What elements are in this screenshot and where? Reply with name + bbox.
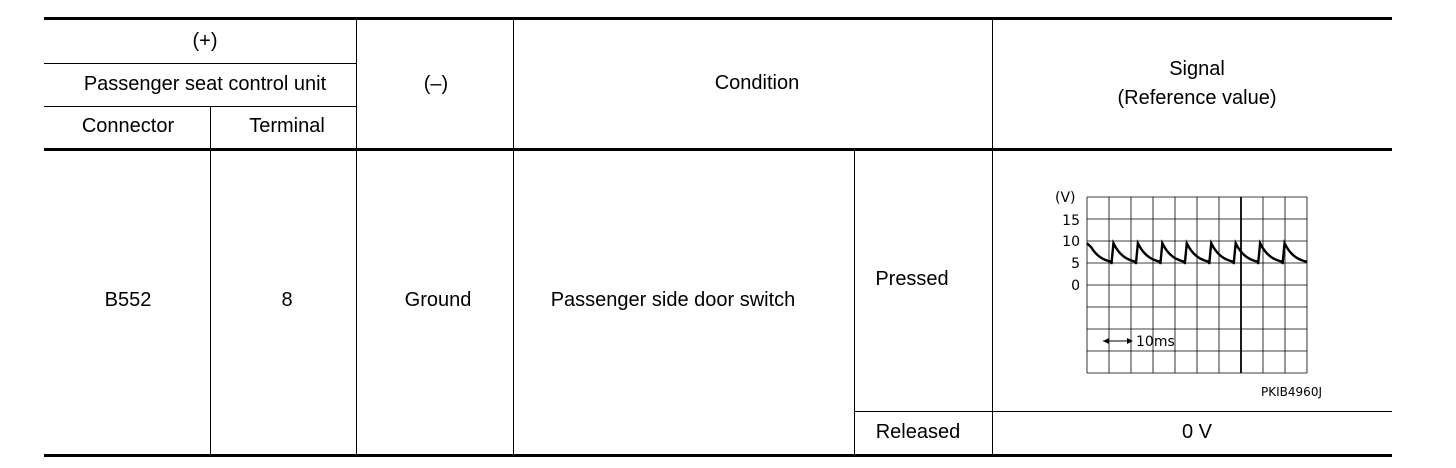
header-signal-reference: (Reference value)	[1117, 87, 1277, 109]
header-bottom-rule	[44, 148, 1392, 151]
header-plus: (+)	[192, 30, 218, 52]
cell-state-pressed: Pressed	[875, 268, 949, 290]
header-terminal: Terminal	[249, 115, 325, 137]
header-signal: Signal	[1169, 58, 1225, 80]
scope-unit-label: (V)	[1055, 190, 1076, 206]
top-rule	[44, 17, 1392, 20]
scope-ytick: 15	[1062, 213, 1080, 229]
scope-waveform	[1086, 239, 1308, 265]
header-minus: (–)	[423, 73, 449, 95]
scope-ytick: 0	[1071, 278, 1080, 294]
col-divider-minus-condition	[513, 18, 514, 456]
scope-y-ticks: 15 10 5 0	[1062, 213, 1080, 294]
cell-terminal: 8	[281, 289, 293, 311]
scope-ytick: 5	[1071, 256, 1080, 272]
image-code: PKIB4960J	[1261, 385, 1322, 399]
col-divider-condition-signal	[992, 18, 993, 456]
header-connector: Connector	[81, 115, 175, 137]
col-divider-connector-terminal	[210, 107, 211, 456]
cell-state-released: Released	[875, 421, 961, 443]
scope-time-marker: 10ms	[1103, 334, 1175, 350]
cell-condition: Passenger side door switch	[550, 289, 796, 311]
signal-oscilloscope: (V) 15 10 5 0 10ms PKIB4960J	[1055, 190, 1322, 399]
cell-minus: Ground	[404, 289, 472, 311]
rule-under-plus	[44, 63, 357, 64]
bottom-rule	[44, 454, 1392, 457]
cell-connector: B552	[104, 289, 152, 311]
scope-grid	[1086, 196, 1308, 374]
col-divider-condition-state	[854, 150, 855, 456]
col-divider-plus-minus	[356, 18, 357, 456]
rule-pressed-released	[855, 411, 1392, 412]
cell-released-value: 0 V	[1181, 421, 1213, 443]
scope-time-label: 10ms	[1136, 334, 1175, 350]
scope-ytick: 10	[1062, 234, 1080, 250]
rule-under-unit	[44, 106, 357, 107]
header-condition: Condition	[714, 72, 800, 94]
header-control-unit: Passenger seat control unit	[83, 73, 327, 95]
